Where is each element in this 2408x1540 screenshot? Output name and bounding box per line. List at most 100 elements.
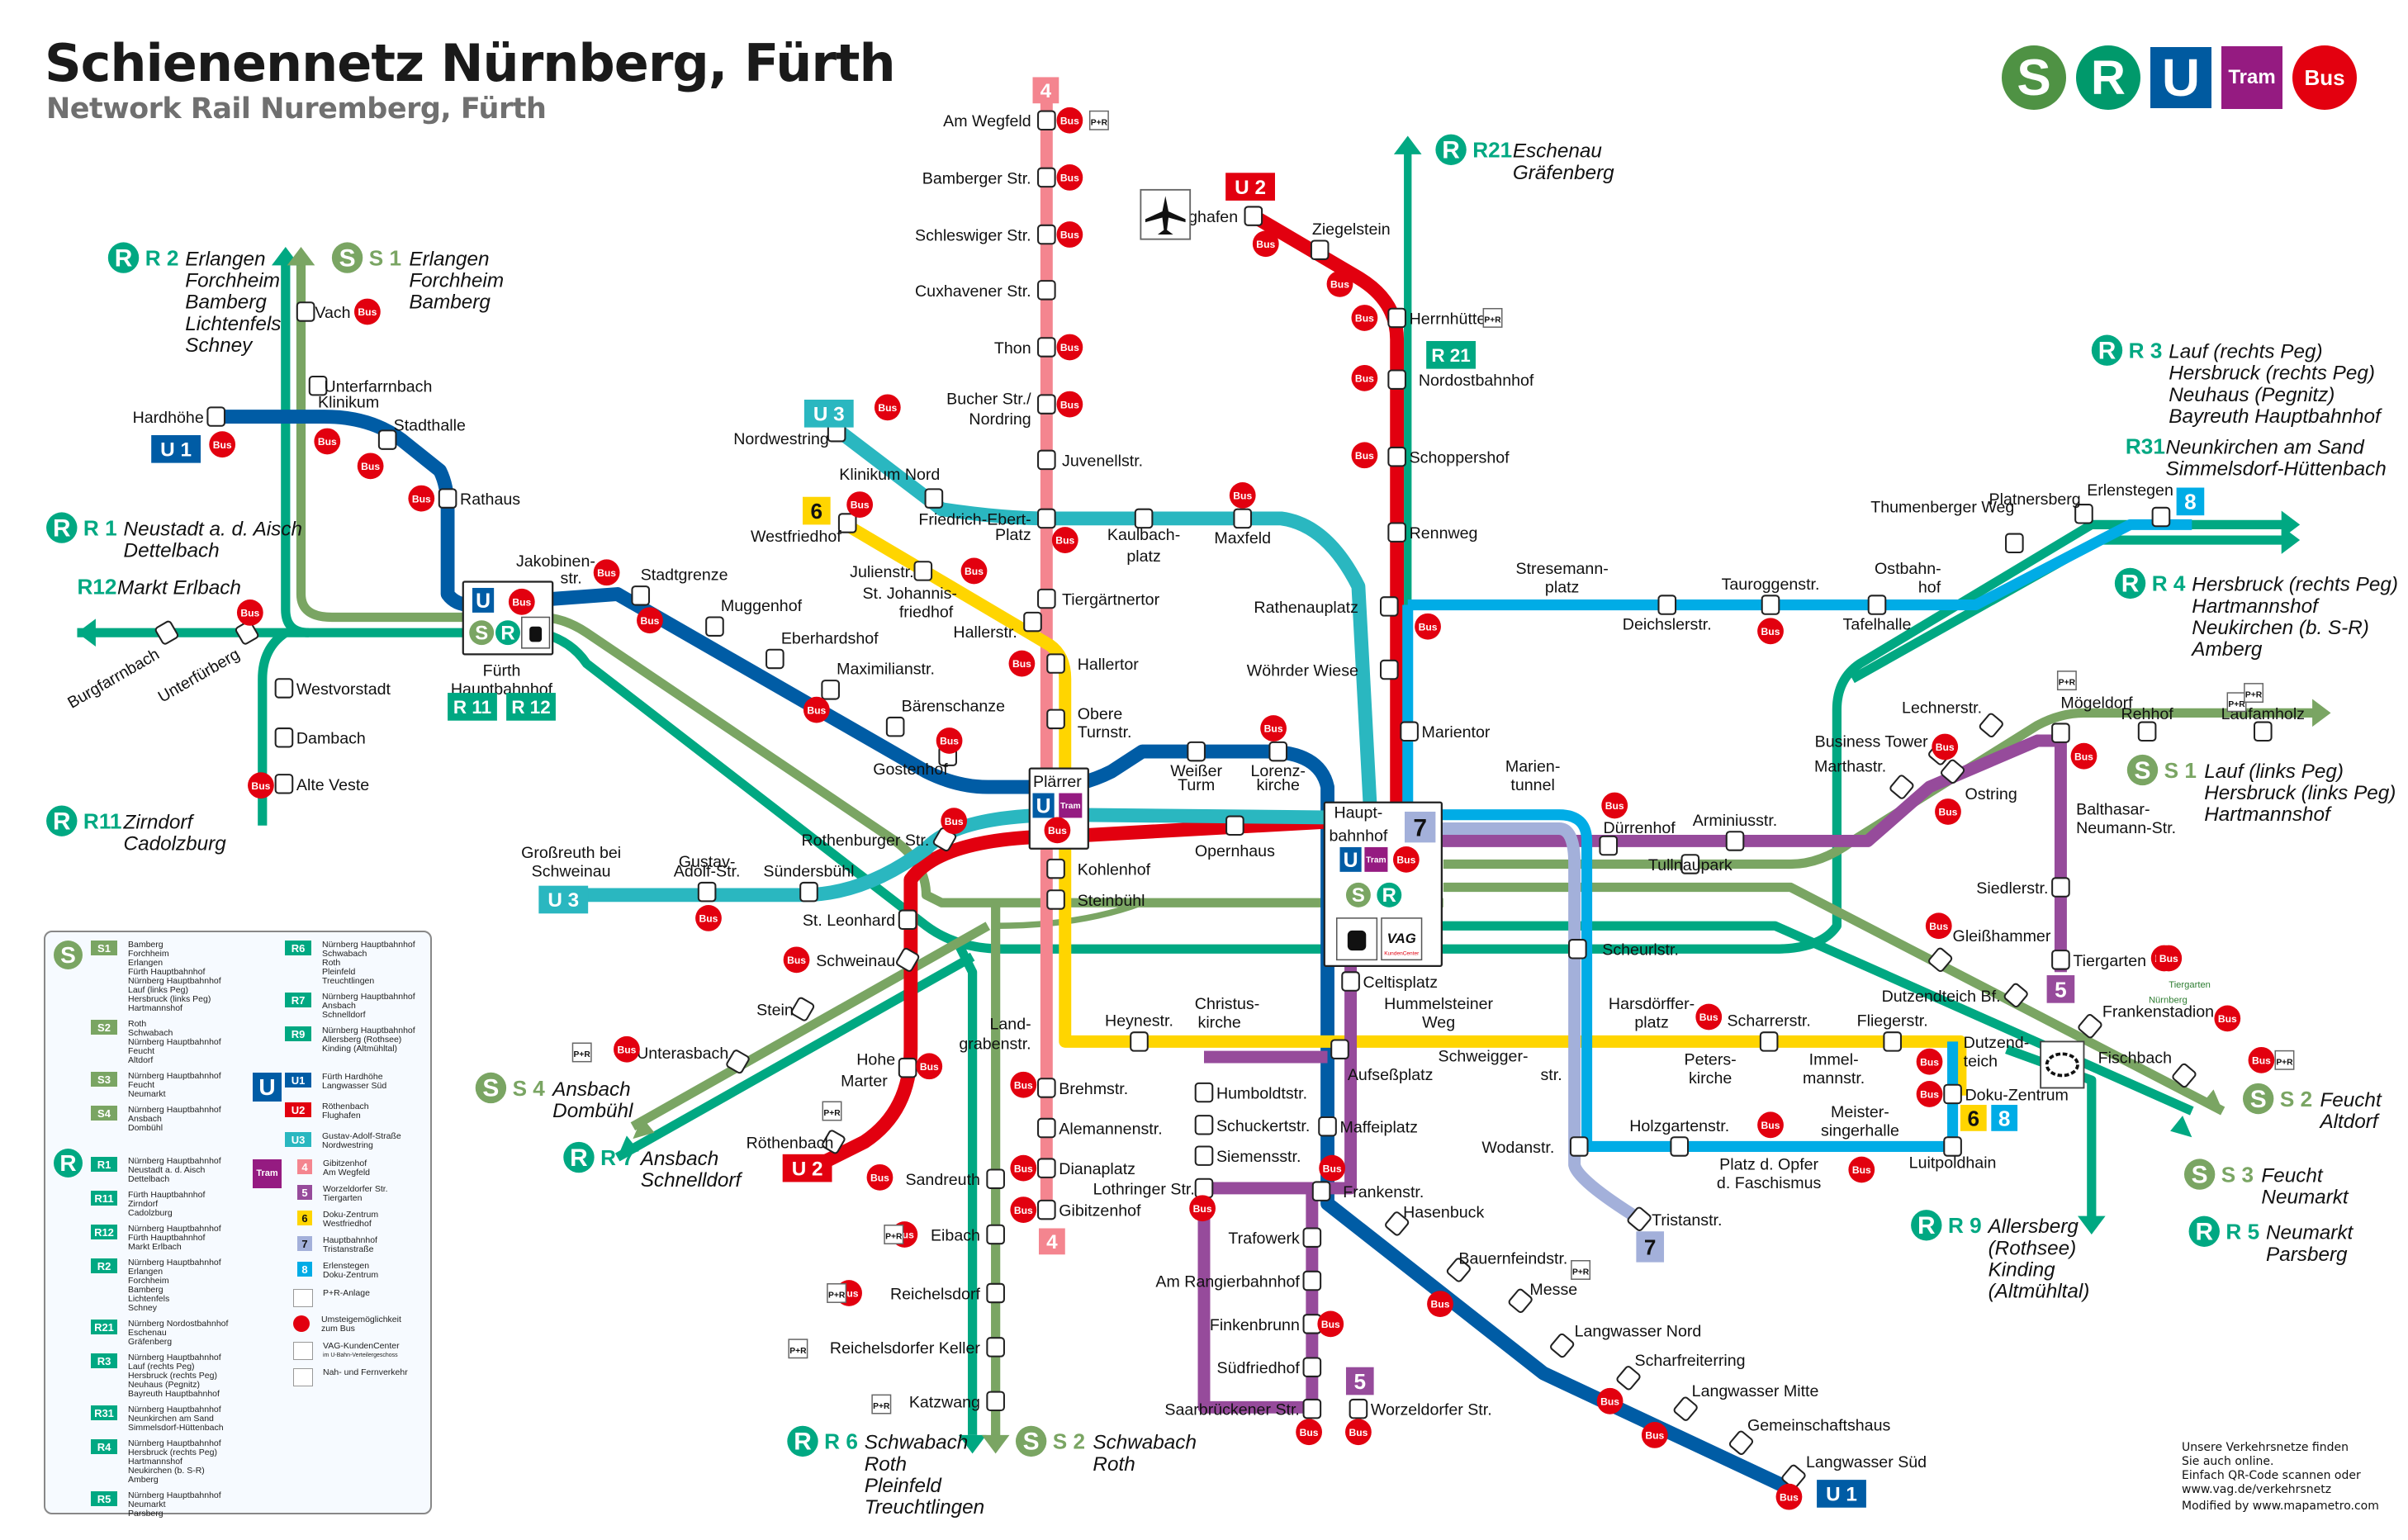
station-gustav-[interactable] [697,881,717,903]
station-deichslerstr-[interactable] [1657,595,1677,615]
station-tullnaupark[interactable] [1680,854,1700,874]
station-dambach[interactable] [274,727,294,748]
station-trafowerk[interactable] [1302,1227,1322,1248]
station-mögeldorf[interactable] [2051,723,2070,743]
station-cuxhavener-str-[interactable] [1037,280,1056,301]
station-ziegelstein[interactable] [1310,239,1330,260]
station-katzwang[interactable] [986,1391,1005,1412]
station-bamberger-str-[interactable] [1037,167,1056,188]
station-hallertor[interactable] [1046,653,1065,674]
station-friedrich-ebert-[interactable] [1037,508,1056,529]
station-thon[interactable] [1037,337,1056,358]
station-schleswiger-str-[interactable] [1037,224,1056,245]
station-obere[interactable] [1046,708,1065,730]
station-thumenberger-weg[interactable] [2005,533,2024,554]
station-muggenhof[interactable] [705,616,724,637]
station-marientor[interactable] [1400,721,1419,742]
station-dutzendteich-bf-[interactable] [2003,983,2028,1008]
station-unterasbach[interactable] [726,1050,750,1074]
station-celtisplatz[interactable] [1341,971,1360,992]
station-steinbühl[interactable] [1046,889,1065,910]
station-fliegerstr-[interactable] [1883,1031,1902,1052]
station-heynestr-[interactable] [1130,1031,1149,1052]
station-saarbrückener-str-[interactable] [1302,1398,1322,1419]
station-maximilianstr-[interactable] [821,680,840,700]
station-eibach[interactable] [986,1224,1005,1245]
station-wodanstr-[interactable] [1569,1136,1589,1157]
station-alemannenstr-[interactable] [1037,1117,1056,1139]
station-aufseßplatz[interactable] [1330,1039,1349,1059]
station-juvenellstr-[interactable] [1037,449,1056,471]
station-maffeiplatz[interactable] [1318,1116,1337,1137]
footer-link[interactable]: www.vag.de/verkehrsnetz [2182,1483,2332,1496]
station-st-leonhard[interactable] [898,909,917,931]
station-sündersbühl[interactable] [799,881,818,903]
station-westfriedhof[interactable] [837,513,857,533]
station-tiergärtnertor[interactable] [1037,588,1056,609]
station-gibitzenhof[interactable] [1037,1199,1056,1220]
station-am-rangierbahnhof[interactable] [1302,1270,1322,1291]
station-opernhaus[interactable] [1225,815,1244,836]
station-nordostbahnhof[interactable] [1387,369,1406,390]
station-reichelsdorf[interactable] [986,1282,1005,1304]
station-flughafen[interactable] [1244,206,1263,226]
station-marthastr-[interactable] [1889,775,1914,799]
station-langwasser-nord[interactable] [1550,1333,1575,1358]
station-sandreuth[interactable] [986,1168,1005,1189]
station-tauroggenstr-[interactable] [1761,595,1780,615]
station-luitpoldhain[interactable] [1943,1136,1962,1157]
station-gemeinschaftshaus[interactable] [1728,1430,1754,1455]
station-frankenstadion[interactable] [2078,1014,2102,1039]
station-hohe[interactable] [898,1057,917,1078]
station-hasenbuck[interactable] [1385,1211,1410,1236]
station-hallerstr-[interactable] [1023,611,1042,633]
station-lothringer-str-[interactable] [1194,1178,1214,1199]
station-stadthalle[interactable] [377,429,397,450]
station-tristanstr-[interactable] [1627,1206,1652,1231]
station-erlenstegen[interactable] [2151,506,2171,528]
station-worzeldorfer-str-[interactable] [1349,1398,1368,1419]
station-alte-veste[interactable] [274,774,294,794]
station-fischbach[interactable] [2172,1063,2197,1088]
station-frankenstr-[interactable] [1311,1181,1331,1201]
station-langwasser-mitte[interactable] [1673,1396,1698,1421]
station-unterfarrnbach[interactable] [308,375,328,396]
station-laufamholz[interactable] [2253,721,2273,742]
station-hardhöhe[interactable] [206,406,226,427]
station-klinikum-nord[interactable] [924,488,944,509]
station-schuckertstr-[interactable] [1194,1115,1214,1135]
station-siedlerstr-[interactable] [2051,877,2070,898]
station-ostring[interactable] [1940,759,1965,784]
station-kohlenhof[interactable] [1046,858,1065,879]
station-rehhof[interactable] [2137,721,2157,742]
station-dianaplatz[interactable] [1037,1158,1056,1178]
station-scharfreiterring[interactable] [1616,1366,1641,1391]
station-kaulbach-[interactable] [1134,508,1154,529]
station-brehmstr-[interactable] [1037,1078,1056,1098]
station-rennweg[interactable] [1387,522,1406,543]
station-eberhardshof[interactable] [766,648,784,670]
station-wöhrder-wiese[interactable] [1379,659,1399,680]
station-reichelsdorfer-keller[interactable] [986,1337,1005,1358]
station-dürrenhof[interactable] [1599,835,1619,856]
station-lechnerstr-[interactable] [1979,713,2003,738]
station-maxfeld[interactable] [1233,508,1253,529]
station-rathaus[interactable] [438,488,457,509]
station-platnersberg[interactable] [2074,504,2093,524]
station-arminiusstr-[interactable] [1725,831,1745,851]
station-stadtgrenze[interactable] [631,585,651,606]
station-rathenauplatz[interactable] [1379,596,1399,617]
station-weißer[interactable] [1187,741,1206,762]
station-doku-zentrum[interactable] [1943,1083,1962,1105]
station-siemensstr-[interactable] [1194,1145,1214,1166]
station-südfriedhof[interactable] [1302,1357,1322,1377]
station-unterfürberg[interactable] [235,620,259,645]
station-tafelhalle[interactable] [1867,595,1887,615]
station-am-wegfeld[interactable] [1037,110,1056,131]
station-schweinau[interactable] [895,947,920,973]
station-julienstr-[interactable] [913,561,933,581]
station-bauernfeindstr-[interactable] [1446,1258,1472,1282]
station-schoppershof[interactable] [1387,446,1406,467]
station-scheurlstr-[interactable] [1568,939,1587,960]
station-vach[interactable] [296,301,315,322]
